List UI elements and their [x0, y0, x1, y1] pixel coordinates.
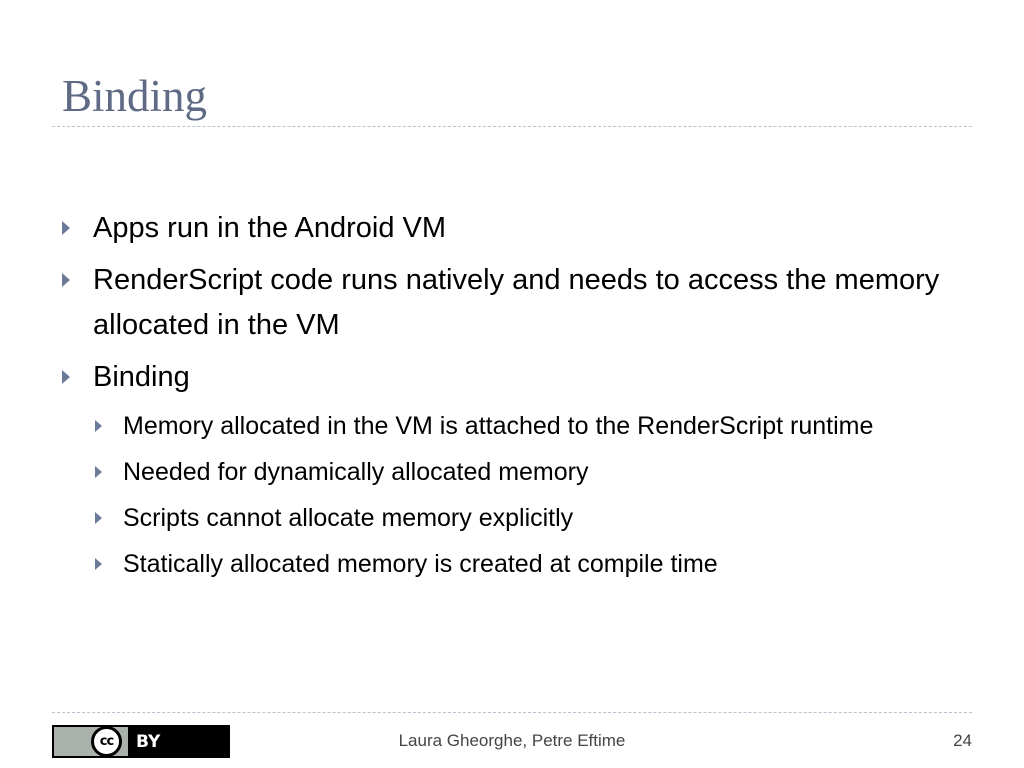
- sub-bullet-item: Needed for dynamically allocated memory: [93, 453, 962, 491]
- slide-title: Binding: [62, 71, 208, 121]
- triangle-right-icon: [95, 466, 102, 478]
- bullet-text: Apps run in the Android VM: [93, 212, 447, 244]
- sub-bullet-item: Memory allocated in the VM is attached t…: [93, 407, 962, 445]
- bullet-item: RenderScript code runs natively and need…: [62, 258, 962, 348]
- creative-commons-by-icon: cc BY: [52, 725, 230, 758]
- sub-bullet-item: Scripts cannot allocate memory explicitl…: [93, 499, 962, 537]
- sub-bullet-text: Scripts cannot allocate memory explicitl…: [123, 504, 574, 532]
- bullet-text: Binding: [93, 361, 190, 393]
- cc-circle-icon: cc: [91, 726, 122, 757]
- triangle-right-icon: [95, 558, 102, 570]
- sub-bullet-text: Statically allocated memory is created a…: [123, 550, 718, 578]
- bullet-text: RenderScript code runs natively and need…: [93, 264, 940, 341]
- cc-by-label: BY: [136, 731, 161, 752]
- footer-divider: [52, 712, 972, 713]
- triangle-right-icon: [62, 370, 70, 384]
- sub-bullet-text: Memory allocated in the VM is attached t…: [123, 412, 874, 440]
- triangle-right-icon: [62, 221, 70, 235]
- page-number: 24: [953, 731, 972, 750]
- sub-bullet-item: Statically allocated memory is created a…: [93, 545, 962, 583]
- bullet-item: Binding: [62, 355, 962, 400]
- bullet-item: Apps run in the Android VM: [62, 206, 962, 251]
- cc-badge-left: cc: [54, 726, 128, 757]
- triangle-right-icon: [95, 512, 102, 524]
- sub-bullet-text: Needed for dynamically allocated memory: [123, 458, 589, 486]
- triangle-right-icon: [62, 273, 70, 287]
- footer-authors: Laura Gheorghe, Petre Eftime: [398, 731, 626, 750]
- slide-content: Apps run in the Android VM RenderScript …: [62, 206, 962, 591]
- title-divider: [52, 126, 972, 127]
- triangle-right-icon: [95, 420, 102, 432]
